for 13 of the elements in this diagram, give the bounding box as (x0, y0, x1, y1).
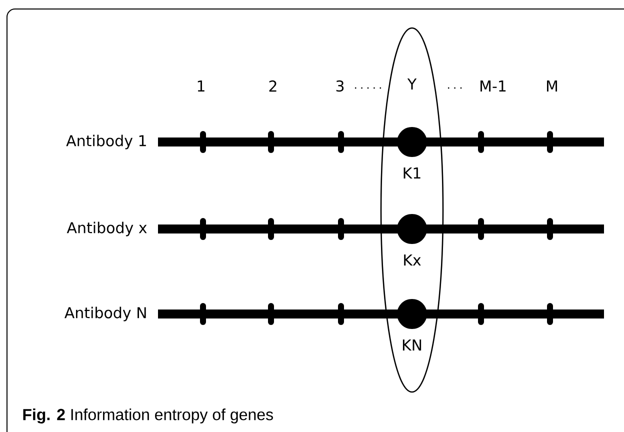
caption: Fig. 2 Information entropy of genes (23, 408, 273, 424)
column-number: 2 (269, 80, 276, 92)
column-number: M-1 (480, 80, 506, 92)
row-label: Antibody x (66, 222, 147, 236)
column-number: 1 (198, 80, 204, 92)
point-label: KN (400, 339, 424, 351)
column-number: M (547, 80, 557, 92)
point-label: Kx (402, 254, 422, 266)
row-label: Antibody N (64, 306, 146, 322)
column-number: Y (407, 78, 417, 90)
point-label: K1 (402, 167, 422, 179)
column-number: 3 (336, 80, 344, 92)
row-label: Antibody 1 (66, 134, 146, 150)
